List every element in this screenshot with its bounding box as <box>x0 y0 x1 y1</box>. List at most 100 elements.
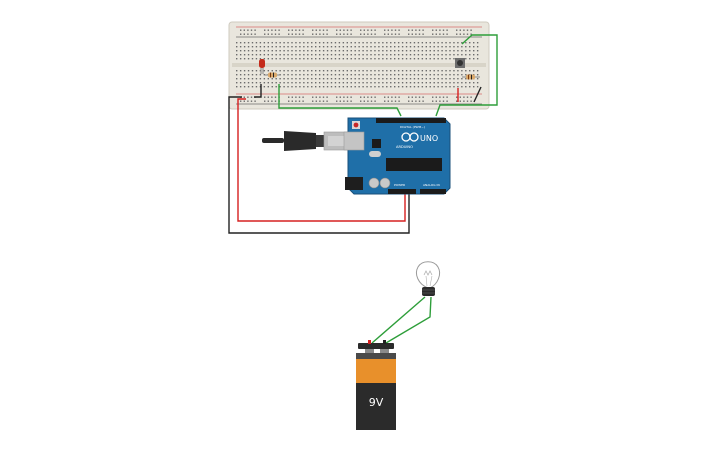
breadboard-hole <box>263 70 266 72</box>
wire-green[interactable] <box>278 84 402 117</box>
wire-black[interactable] <box>254 84 262 98</box>
wire-black[interactable] <box>473 86 482 103</box>
breadboard-hole <box>326 33 328 35</box>
resistor[interactable] <box>462 74 480 80</box>
wire-green[interactable] <box>435 34 498 117</box>
breadboard-hole <box>362 86 364 88</box>
breadboard-hole <box>358 50 360 52</box>
breadboard-hole <box>264 96 266 98</box>
battery-9v[interactable]: 9V <box>356 340 396 430</box>
breadboard-hole <box>336 33 338 35</box>
usb-plug-metal-inner <box>328 136 346 146</box>
breadboard-hole <box>346 86 348 88</box>
breadboard-hole <box>421 46 424 48</box>
breadboard-hole <box>307 82 309 84</box>
breadboard-hole <box>413 70 416 72</box>
breadboard-hole <box>334 50 337 52</box>
breadboard-hole <box>463 29 465 31</box>
arduino-uno-board[interactable]: UNO ARDUINO DIGITAL (PWM~) POWER ANALOG … <box>343 117 451 195</box>
breadboard-hole <box>322 42 325 44</box>
usb-cable[interactable] <box>262 131 351 151</box>
breadboard-hole <box>247 96 249 98</box>
breadboard-hole <box>449 46 451 48</box>
breadboard-hole <box>421 74 424 76</box>
breadboard-hole <box>288 33 290 35</box>
wire-red[interactable] <box>237 98 406 222</box>
breadboard-hole <box>449 70 451 72</box>
breadboard-hole <box>338 42 341 44</box>
breadboard-hole <box>326 96 328 98</box>
breadboard-hole <box>279 70 281 72</box>
breadboard-hole <box>334 74 337 76</box>
breadboard-hole <box>275 50 277 52</box>
pushbutton[interactable] <box>455 58 465 68</box>
breadboard-hole <box>445 70 447 72</box>
breadboard-hole <box>358 74 360 76</box>
breadboard-hole <box>342 70 345 72</box>
breadboard-hole <box>453 58 455 60</box>
breadboard-hole <box>350 96 352 98</box>
breadboard-hole <box>439 33 441 35</box>
breadboard-hole <box>279 82 281 84</box>
breadboard-hole <box>315 70 317 72</box>
capacitor <box>368 177 380 189</box>
breadboard-hole <box>433 70 435 72</box>
breadboard-hole <box>239 70 242 72</box>
breadboard-hole <box>469 50 471 52</box>
breadboard-hole <box>271 54 273 56</box>
breadboard-hole <box>283 78 285 80</box>
breadboard-hole <box>311 86 313 88</box>
breadboard-hole <box>343 96 345 98</box>
breadboard-hole <box>397 50 400 52</box>
breadboard-hole <box>295 96 297 98</box>
breadboard-hole <box>382 46 384 48</box>
breadboard-hole <box>378 70 380 72</box>
breadboard-hole <box>315 86 317 88</box>
breadboard-hole <box>360 29 362 31</box>
breadboard-hole <box>299 70 301 72</box>
breadboard-hole <box>291 86 293 88</box>
breadboard-hole <box>363 33 365 35</box>
breadboard-hole <box>342 82 345 84</box>
breadboard-hole <box>274 33 277 35</box>
breadboard-hole <box>390 74 392 76</box>
red-led[interactable] <box>259 59 265 74</box>
wire-green[interactable] <box>385 296 432 344</box>
breadboard-hole <box>283 50 285 52</box>
breadboard-hole <box>334 82 337 84</box>
breadboard-hole <box>267 29 269 31</box>
wire-black[interactable] <box>228 96 410 234</box>
power-jack <box>345 177 363 190</box>
breadboard-hole <box>453 86 455 88</box>
breadboard-hole <box>386 86 388 88</box>
breadboard-hole <box>250 29 253 31</box>
breadboard-hole <box>322 78 325 80</box>
breadboard-hole <box>338 70 341 72</box>
breadboard-hole <box>386 46 388 48</box>
breadboard-hole <box>360 96 362 98</box>
breadboard[interactable] <box>228 21 490 110</box>
breadboard-hole <box>457 50 459 52</box>
wire-green[interactable] <box>371 296 426 344</box>
breadboard-hole <box>476 74 479 76</box>
breadboard-hole <box>374 70 376 72</box>
breadboard-hole <box>339 100 341 102</box>
digital-pins-label: DIGITAL (PWM~) <box>400 125 425 129</box>
breadboard-hole <box>422 96 424 98</box>
breadboard-hole <box>421 54 424 56</box>
breadboard-hole <box>417 42 420 44</box>
light-bulb-icon[interactable] <box>415 261 441 296</box>
resistor[interactable] <box>265 72 281 78</box>
breadboard-hole <box>387 100 389 102</box>
breadboard-hole <box>408 96 410 98</box>
breadboard-hole <box>459 29 461 31</box>
breadboard-hole <box>366 42 368 44</box>
breadboard-hole <box>362 78 364 80</box>
breadboard-hole <box>391 100 393 102</box>
breadboard-hole <box>476 70 479 72</box>
breadboard-hole <box>336 96 338 98</box>
breadboard-hole <box>358 54 360 56</box>
resistor-body <box>268 72 277 78</box>
breadboard-hole <box>441 46 443 48</box>
